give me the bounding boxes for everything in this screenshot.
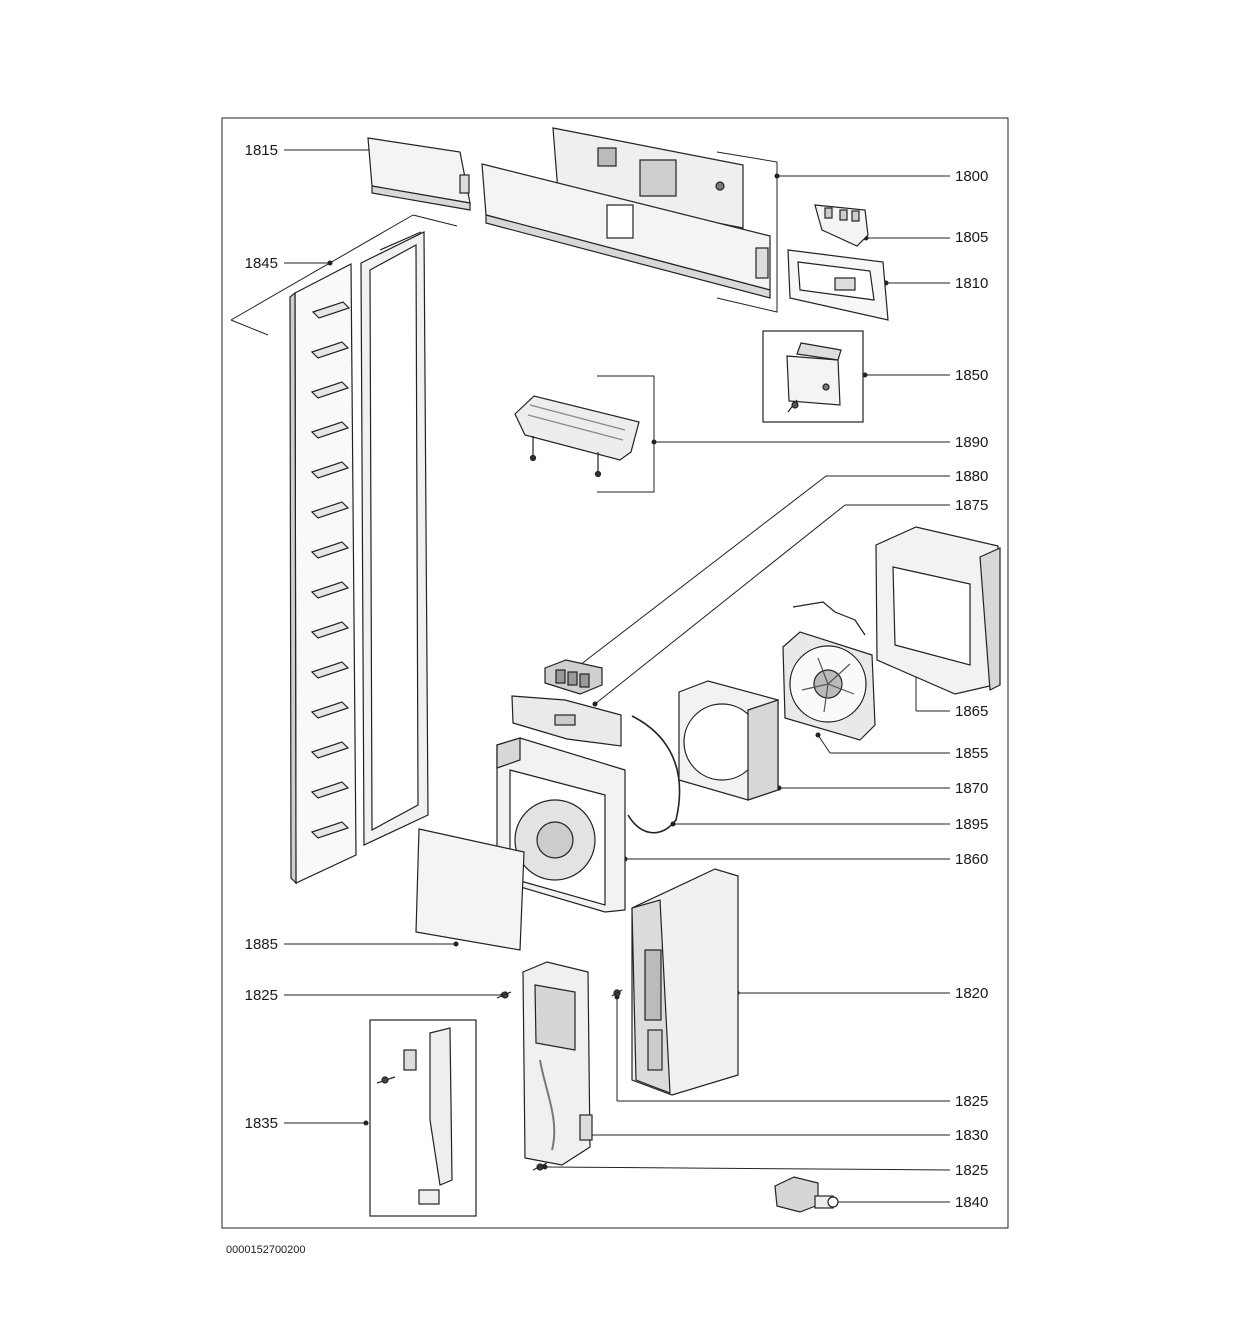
leader-lines bbox=[230, 147, 951, 1205]
label-1860: 1860 bbox=[955, 851, 989, 868]
label-1870: 1870 bbox=[955, 780, 989, 797]
label-1830: 1830 bbox=[955, 1127, 989, 1144]
part-1850 bbox=[762, 330, 864, 423]
label-1825-c: 1825 bbox=[955, 1162, 989, 1179]
label-1855: 1855 bbox=[955, 745, 989, 762]
label-1885: 1885 bbox=[244, 936, 278, 953]
part-1870 bbox=[678, 680, 779, 801]
label-1800: 1800 bbox=[955, 168, 989, 185]
label-1810: 1810 bbox=[955, 275, 989, 292]
label-1825-b: 1825 bbox=[955, 1093, 989, 1110]
part-1875 bbox=[511, 695, 622, 747]
part-1895 bbox=[627, 715, 681, 834]
label-1835: 1835 bbox=[244, 1115, 278, 1132]
part-1825-screws bbox=[496, 989, 623, 1171]
part-1845 bbox=[289, 231, 429, 885]
part-1810 bbox=[787, 249, 889, 321]
part-1820 bbox=[631, 868, 739, 1096]
label-1850: 1850 bbox=[955, 367, 989, 384]
part-1890 bbox=[514, 395, 640, 478]
label-1880: 1880 bbox=[955, 468, 989, 485]
label-1890: 1890 bbox=[955, 434, 989, 451]
part-1885 bbox=[415, 828, 525, 951]
label-1825-a: 1825 bbox=[244, 987, 278, 1004]
label-1865: 1865 bbox=[955, 703, 989, 720]
label-1875: 1875 bbox=[955, 497, 989, 514]
part-1865 bbox=[875, 526, 1001, 695]
part-1880 bbox=[544, 659, 603, 695]
part-1805 bbox=[814, 204, 869, 247]
label-1840: 1840 bbox=[955, 1194, 989, 1211]
document-number: 0000152700200 bbox=[226, 1244, 306, 1256]
label-1820: 1820 bbox=[955, 985, 989, 1002]
part-1830 bbox=[522, 961, 593, 1166]
diagram-frame bbox=[221, 117, 1009, 1229]
label-1815: 1815 bbox=[244, 142, 278, 159]
part-1800 bbox=[481, 127, 771, 299]
label-1805: 1805 bbox=[955, 229, 989, 246]
part-1815 bbox=[367, 137, 471, 211]
label-1895: 1895 bbox=[955, 816, 989, 833]
label-1845: 1845 bbox=[244, 255, 278, 272]
part-1835 bbox=[369, 1019, 477, 1217]
part-1840 bbox=[774, 1176, 839, 1213]
part-1855 bbox=[782, 601, 876, 741]
part-1860 bbox=[496, 737, 626, 913]
